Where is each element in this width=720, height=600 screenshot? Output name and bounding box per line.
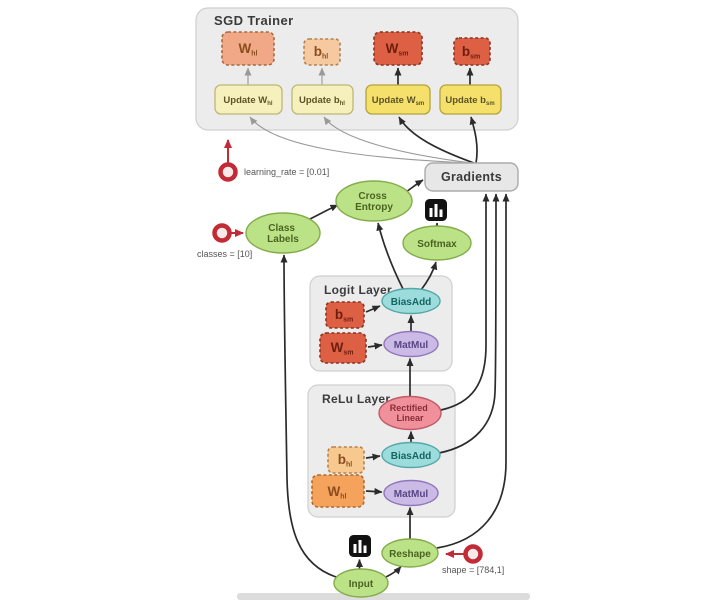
edge-gradients-to-update-wsm	[398, 116, 475, 164]
relu-w-hl-box	[311, 474, 365, 508]
edge-biasadd-logit-to-softmax	[420, 261, 438, 291]
edge-bhl-to-biasadd	[365, 453, 381, 461]
param-w-sm-label: Wsm	[386, 41, 409, 58]
edge-gradients-to-update-bsm	[469, 116, 478, 164]
edges	[224, 67, 510, 578]
classes-marker	[212, 223, 232, 243]
param-b-sm-box	[453, 37, 491, 66]
relu-matmul-node	[383, 479, 439, 507]
update-b-sm-node	[439, 84, 502, 115]
update-b-hl-node	[291, 84, 354, 115]
input-label: Input	[349, 579, 374, 590]
logit-matmul-label: MatMul	[394, 340, 429, 351]
logit-w-sm-box	[319, 332, 367, 364]
reshape-label: Reshape	[389, 549, 431, 560]
learning-rate-marker	[218, 162, 238, 182]
update-b-sm-label: Update bsm	[445, 95, 494, 107]
edge-biasadd-logit-to-cross-entropy	[376, 222, 404, 290]
relu-w-hl-label: Whl	[328, 484, 347, 501]
logit-b-sm-box	[325, 301, 365, 329]
class-labels-node	[245, 212, 321, 254]
edge-reshape-to-gradients	[436, 193, 510, 549]
class-labels-label: Class Labels	[267, 223, 299, 245]
edge-input-to-reshape	[385, 565, 402, 578]
edge-biasadd-relu-to-gradients	[438, 193, 500, 454]
update-w-sm-node	[365, 84, 431, 115]
edge-wsm-to-matmul	[367, 342, 383, 350]
param-b-hl-label: bhl	[314, 44, 329, 61]
shape-label: shape = [784,1]	[442, 565, 504, 575]
input-node	[333, 568, 389, 598]
logit-layer-title: Logit Layer	[324, 283, 392, 297]
softmax-node	[402, 225, 472, 261]
edge-gradients-to-update-whl	[249, 116, 471, 164]
param-w-hl-label: Whl	[239, 41, 258, 58]
edge-class-labels-to-cross-entropy	[305, 204, 339, 222]
classes-label: classes = [10]	[197, 249, 252, 259]
logit-biasadd-node	[381, 287, 441, 315]
shape-marker	[463, 544, 483, 564]
reshape-node	[381, 538, 439, 568]
logit-b-sm-label: bsm	[335, 307, 353, 324]
relu-layer-title: ReLu Layer	[322, 392, 390, 406]
rectified-linear-node	[378, 395, 442, 431]
edge-gradients-to-update-bhl	[323, 116, 473, 164]
logit-w-sm-label: Wsm	[331, 340, 354, 357]
learning-rate-label: learning_rate = [0.01]	[244, 167, 329, 177]
relu-matmul-label: MatMul	[394, 489, 429, 500]
edge-input-to-class-labels	[280, 254, 337, 578]
param-b-sm-label: bsm	[462, 44, 480, 61]
update-w-hl-label: Update Whl	[223, 95, 272, 107]
cross-entropy-label: Cross Entropy	[355, 191, 393, 213]
update-w-hl-node	[214, 84, 283, 115]
edge-cross-entropy-to-gradients	[405, 179, 424, 193]
histogram-summary-icon	[425, 199, 447, 221]
histogram-summary-icon	[349, 535, 371, 557]
relu-b-hl-label: bhl	[338, 452, 353, 469]
update-b-hl-label: Update bhl	[299, 95, 345, 107]
update-w-sm-label: Update Wsm	[372, 95, 424, 107]
logit-matmul-node	[383, 330, 439, 358]
cross-entropy-node	[335, 180, 413, 222]
param-w-hl-box	[221, 31, 275, 66]
edge-rectified-to-gradients	[440, 193, 490, 411]
edge-whl-to-matmul-relu	[365, 488, 383, 496]
bottom-strip	[237, 593, 530, 600]
softmax-label: Softmax	[417, 239, 457, 250]
relu-b-hl-box	[327, 446, 365, 474]
param-b-hl-box	[303, 38, 341, 66]
gradients-node	[424, 162, 519, 192]
gradients-label: Gradients	[441, 170, 502, 184]
relu-biasadd-node	[381, 441, 441, 469]
logit-biasadd-label: BiasAdd	[391, 297, 432, 308]
param-w-sm-box	[373, 31, 423, 66]
rectified-linear-label: Rectified Linear	[390, 403, 431, 423]
edge-bsm-to-biasadd	[365, 305, 381, 313]
sgd-trainer-title: SGD Trainer	[214, 13, 294, 28]
relu-biasadd-label: BiasAdd	[391, 451, 432, 462]
